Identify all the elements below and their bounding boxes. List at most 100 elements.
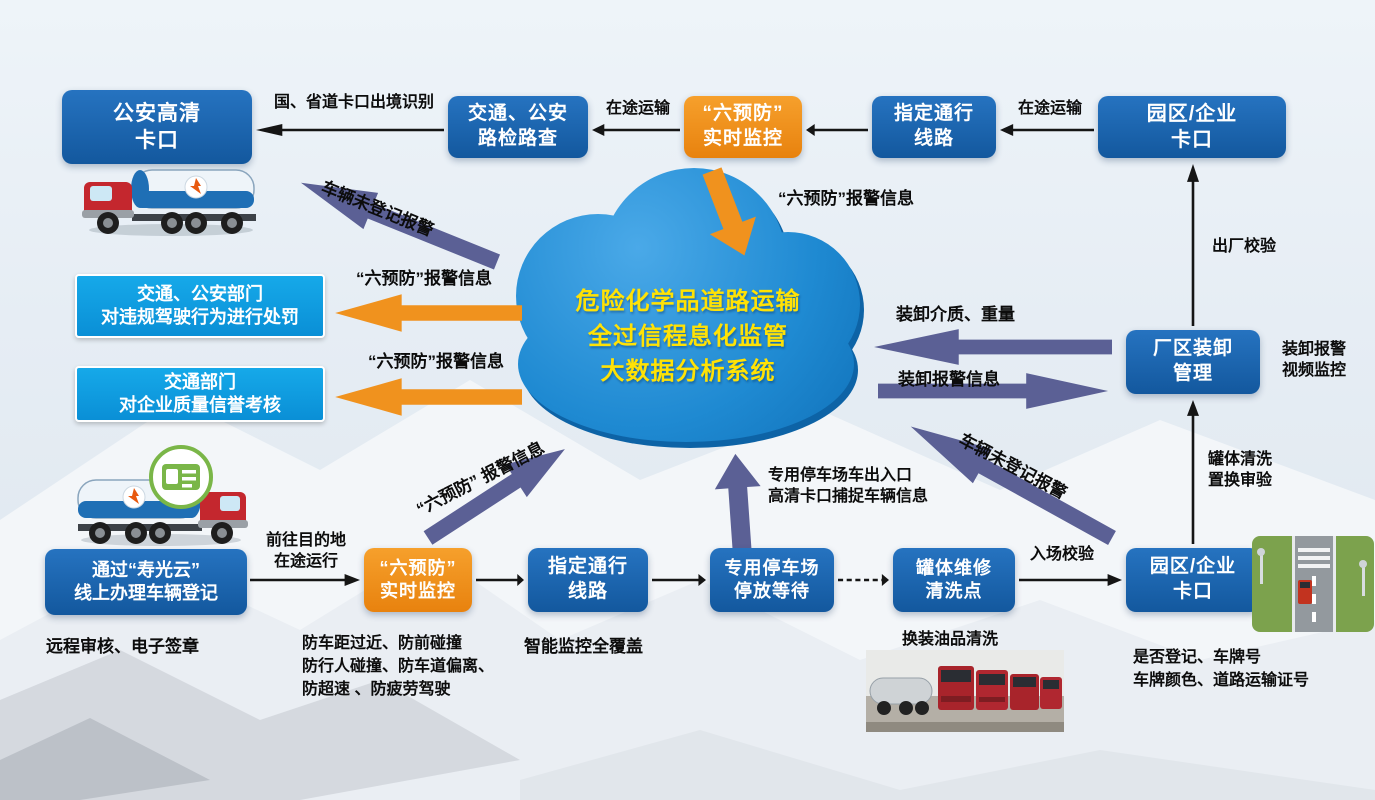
node-online-register: 通过“寿光云” 线上办理车辆登记 <box>45 549 247 615</box>
arrow-six-to-route-bottom <box>476 574 524 586</box>
arrow-tank-to-park-bottom <box>1019 574 1122 586</box>
node-park-checkpoint-bottom-line1: 园区/企业 <box>1149 556 1237 578</box>
label-six-alarm-left-2: “六预防”报警信息 <box>368 352 504 371</box>
arrow-parking-capture-to-cloud <box>714 453 761 550</box>
label-six-alarm-center: “六预防”报警信息 <box>778 189 914 208</box>
arrow-inspection-to-police <box>256 124 444 136</box>
label-prevention-line2: 防行人碰撞、防车道偏离、 <box>302 658 495 676</box>
e-license-badge-icon <box>149 445 213 509</box>
node-dedicated-parking-line1: 专用停车场 <box>724 557 820 578</box>
node-dedicated-parking: 专用停车场 停放等待 <box>710 548 834 612</box>
label-remote-review: 远程审核、电子签章 <box>46 637 199 656</box>
label-loading-alarm-video-line2: 视频监控 <box>1282 361 1347 379</box>
node-designated-route-top-line1: 指定通行 <box>893 103 974 125</box>
cloud-title-line2: 全过信程息化监管 <box>588 323 788 350</box>
node-tank-repair-cleaning-line1: 罐体维修 <box>916 557 992 578</box>
node-police-hd-checkpoint-line2: 卡口 <box>135 129 179 152</box>
node-police-hd-checkpoint-line1: 公安高清 <box>113 101 201 125</box>
label-to-destination: 前往目的地 在途运行 <box>252 531 360 573</box>
node-designated-route-bottom-line1: 指定通行 <box>547 556 628 578</box>
node-dedicated-parking-line2: 停放等待 <box>734 581 810 601</box>
node-traffic-credit-assess: 交通部门 对企业质量信誉考核 <box>75 366 325 422</box>
node-designated-route-bottom-line2: 线路 <box>567 581 608 602</box>
node-park-checkpoint-top: 园区/企业 卡口 <box>1098 96 1286 158</box>
label-six-alarm-left-1: “六预防”报警信息 <box>356 269 492 288</box>
arrow-route-to-six <box>806 124 868 136</box>
label-tank-clean-check-line1: 罐体清洗 <box>1208 451 1273 468</box>
node-road-inspection: 交通、公安 路检路查 <box>448 96 588 158</box>
label-to-destination-line1: 前往目的地 <box>265 532 346 549</box>
checkpoint-road-image <box>1252 536 1374 632</box>
node-six-prevention-top: “六预防” 实时监控 <box>684 96 802 158</box>
node-park-checkpoint-bottom-line2: 卡口 <box>1172 581 1213 602</box>
node-road-inspection-line1: 交通、公安 <box>467 103 568 125</box>
label-check-items-line2: 车牌颜色、道路运输证号 <box>1133 672 1310 690</box>
arrow-park-bottom-to-loading <box>1187 400 1199 544</box>
node-park-checkpoint-bottom: 园区/企业 卡口 <box>1126 548 1260 612</box>
label-loading-alarm-video-line1: 装卸报警 <box>1282 341 1347 358</box>
node-police-hd-checkpoint: 公安高清 卡口 <box>62 90 252 164</box>
node-traffic-police-punish: 交通、公安部门 对违规驾驶行为进行处罚 <box>75 274 325 338</box>
truck-lineup-image <box>866 650 1064 732</box>
arrow-unregistered-alarm-left <box>300 182 501 270</box>
label-factory-exit-check: 出厂校验 <box>1212 238 1277 255</box>
node-online-register-line1: 通过“寿光云” <box>92 559 200 580</box>
cloud-shape <box>516 168 864 448</box>
node-park-checkpoint-top-line2: 卡口 <box>1171 129 1213 151</box>
node-traffic-police-punish-line1: 交通、公安部门 <box>137 283 263 304</box>
label-prevention-details: 防车距过近、防前碰撞 防行人碰撞、防车道偏离、 防超速 、防疲劳驾驶 <box>302 632 494 702</box>
arrow-parking-to-tank-dashed <box>838 574 889 586</box>
arrow-six-alarm-down-to-cloud <box>702 167 756 256</box>
node-tank-repair-cleaning: 罐体维修 清洗点 <box>893 548 1015 612</box>
node-park-checkpoint-top-line1: 园区/企业 <box>1146 103 1238 125</box>
node-road-inspection-line2: 路检路查 <box>477 128 558 149</box>
label-loading-medium-weight: 装卸介质、重量 <box>896 305 1015 324</box>
label-entry-check: 入场校验 <box>1030 546 1095 563</box>
label-prevention-line3: 防超速 、防疲劳驾驶 <box>302 681 451 699</box>
node-designated-route-top: 指定通行 线路 <box>872 96 996 158</box>
arrow-six-alarm-to-punish <box>335 294 522 332</box>
node-six-prevention-bottom-line1: “六预防” <box>379 557 457 578</box>
arrow-six-alarm-to-credit <box>335 378 522 416</box>
label-parking-capture: 专用停车场车出入口 高清卡口捕捉车辆信息 <box>768 466 928 508</box>
node-factory-loading-mgmt: 厂区装卸 管理 <box>1126 330 1260 394</box>
arrow-loading-medium-to-cloud <box>874 329 1112 365</box>
arrow-six-to-inspection <box>592 124 680 136</box>
node-traffic-police-punish-line2: 对违规驾驶行为进行处罚 <box>101 307 299 327</box>
node-six-prevention-bottom: “六预防” 实时监控 <box>364 548 472 612</box>
label-tank-clean-check: 罐体清洗 置换审验 <box>1208 450 1272 492</box>
label-check-items-line1: 是否登记、车牌号 <box>1133 649 1262 666</box>
label-to-destination-line2: 在途运行 <box>273 552 338 570</box>
label-parking-capture-line2: 高清卡口捕捉车辆信息 <box>768 487 929 505</box>
arrow-unregistered-alarm-right <box>910 426 1116 546</box>
cloud-title-line1: 危险化学品道路运输 <box>575 288 801 315</box>
arrow-loading-alarm-to-factory <box>878 373 1109 409</box>
node-six-prevention-bottom-line2: 实时监控 <box>380 581 456 601</box>
cloud-title: 危险化学品道路运输 全过信程息化监管 大数据分析系统 <box>516 284 860 389</box>
node-traffic-credit-assess-line2: 对企业质量信誉考核 <box>119 395 281 415</box>
node-factory-loading-mgmt-line2: 管理 <box>1172 363 1213 384</box>
node-six-prevention-top-line2: 实时监控 <box>702 128 783 149</box>
node-designated-route-bottom: 指定通行 线路 <box>528 548 648 612</box>
node-tank-repair-cleaning-line2: 清洗点 <box>925 581 983 601</box>
label-in-transit-top-right: 在途运输 <box>1017 100 1082 117</box>
node-traffic-credit-assess-line1: 交通部门 <box>164 371 236 392</box>
node-designated-route-top-line2: 线路 <box>913 128 954 149</box>
label-prevention-line1: 防车距过近、防前碰撞 <box>302 635 463 652</box>
arrow-loading-to-park-top <box>1187 164 1199 326</box>
tanker-truck-image-top-left <box>82 169 256 236</box>
node-six-prevention-top-line1: “六预防” <box>702 103 784 125</box>
node-online-register-line2: 线上办理车辆登记 <box>74 583 218 603</box>
label-loading-alarm-video: 装卸报警 视频监控 <box>1282 340 1346 382</box>
label-oil-change-cleaning: 换装油品清洗 <box>902 631 999 648</box>
label-loading-alarm-info: 装卸报警信息 <box>898 370 1000 389</box>
label-smart-monitoring: 智能监控全覆盖 <box>524 637 643 656</box>
label-exit-recognition: 国、省道卡口出境识别 <box>273 94 434 111</box>
arrow-six-prevention-alarm-to-cloud <box>423 449 565 545</box>
cloud-title-line3: 大数据分析系统 <box>600 358 776 385</box>
node-factory-loading-mgmt-line1: 厂区装卸 <box>1152 338 1233 360</box>
label-tank-clean-check-line2: 置换审验 <box>1208 471 1273 489</box>
arrow-park-to-route <box>1000 124 1094 136</box>
label-in-transit-top-mid: 在途运输 <box>605 100 670 117</box>
